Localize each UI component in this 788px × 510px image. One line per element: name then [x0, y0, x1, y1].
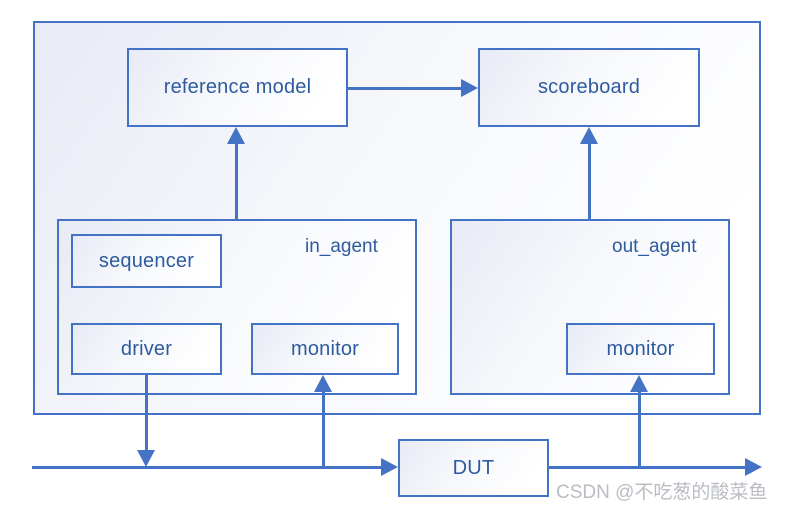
- sequencer-label: sequencer: [98, 249, 195, 272]
- arrow-in-agent-to-reference-model: [235, 141, 238, 219]
- in-monitor-label: monitor: [290, 337, 360, 360]
- driver-box: driver: [71, 323, 222, 375]
- csdn-watermark: CSDN @不吃葱的酸菜鱼: [556, 482, 768, 503]
- driver-label: driver: [120, 337, 173, 360]
- scoreboard-label: scoreboard: [537, 76, 641, 98]
- arrowhead-right-icon: [745, 458, 762, 476]
- arrowhead-down-icon: [137, 450, 155, 467]
- arrow-out-agent-to-scoreboard: [588, 141, 591, 219]
- arrow-bus-to-out-monitor: [638, 390, 641, 467]
- in-monitor-box: monitor: [251, 323, 399, 375]
- arrowhead-up-icon: [314, 375, 332, 392]
- arrow-driver-to-bus: [145, 375, 148, 451]
- dut-label: DUT: [452, 456, 495, 479]
- dut-box: DUT: [398, 439, 549, 497]
- bus-line-from-dut: [549, 466, 745, 469]
- arrow-bus-to-in-monitor: [322, 390, 325, 467]
- arrowhead-up-icon: [227, 127, 245, 144]
- out-monitor-box: monitor: [566, 323, 715, 375]
- reference-model-label: reference model: [163, 76, 312, 98]
- arrowhead-right-icon: [461, 79, 478, 97]
- arrowhead-right-icon: [381, 458, 398, 476]
- sequencer-box: sequencer: [71, 234, 222, 288]
- arrowhead-up-icon: [630, 375, 648, 392]
- out-agent-label: out_agent: [612, 236, 697, 257]
- in-agent-label: in_agent: [305, 236, 378, 257]
- arrow-reference-model-to-scoreboard: [348, 87, 462, 90]
- out-monitor-label: monitor: [606, 337, 675, 360]
- bus-line-to-dut: [32, 466, 381, 469]
- arrowhead-up-icon: [580, 127, 598, 144]
- scoreboard-box: scoreboard: [478, 48, 700, 127]
- reference-model-box: reference model: [127, 48, 348, 127]
